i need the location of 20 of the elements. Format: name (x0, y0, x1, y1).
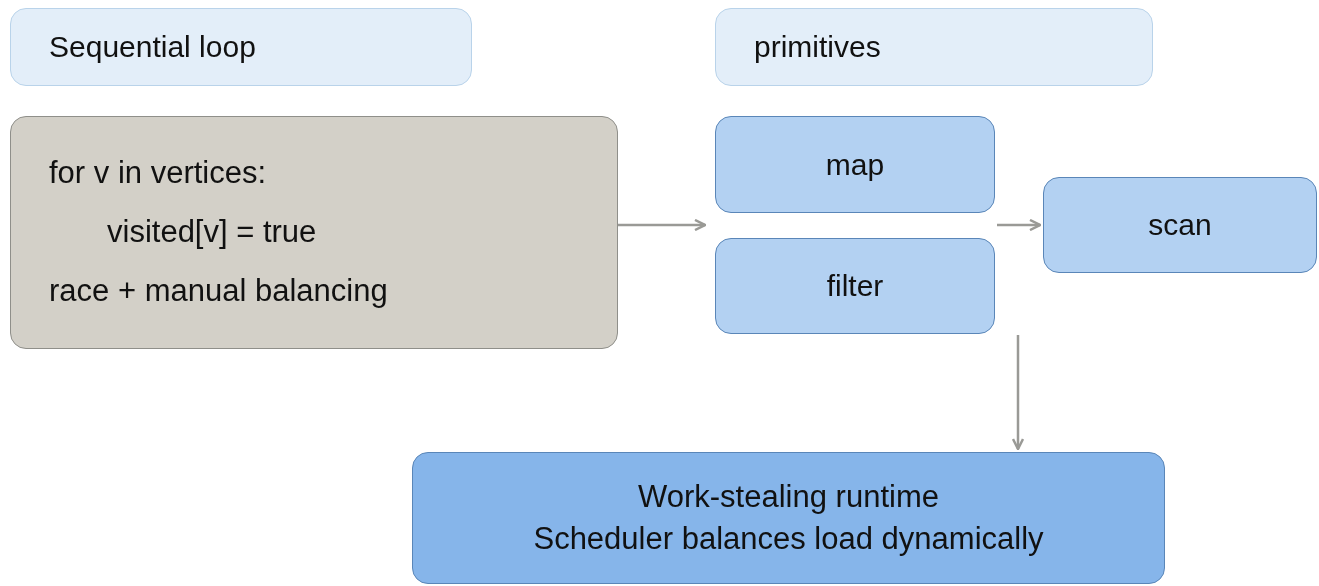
process-box (715, 116, 995, 213)
box-label: map (825, 146, 885, 183)
arrow (1011, 335, 1025, 451)
code-line: race + manual balancing (49, 271, 388, 310)
code-line: for v in vertices: (49, 154, 267, 193)
arrow (997, 218, 1042, 232)
process-box (1043, 177, 1317, 273)
code-box (10, 116, 618, 349)
box-label: Scheduler balances load dynamically (533, 520, 1044, 558)
header-label: Sequential loop (49, 29, 256, 65)
header-box (10, 8, 472, 86)
box-label: Work-stealing runtime (638, 478, 939, 517)
runtime-box (412, 452, 1165, 584)
box-label: scan (1148, 207, 1212, 243)
box-label: filter (826, 268, 884, 304)
code-line: visited[v] = true (107, 213, 317, 252)
process-box (715, 238, 995, 334)
header-label: primitives (754, 29, 881, 65)
arrow (618, 218, 707, 232)
header-box (715, 8, 1153, 86)
